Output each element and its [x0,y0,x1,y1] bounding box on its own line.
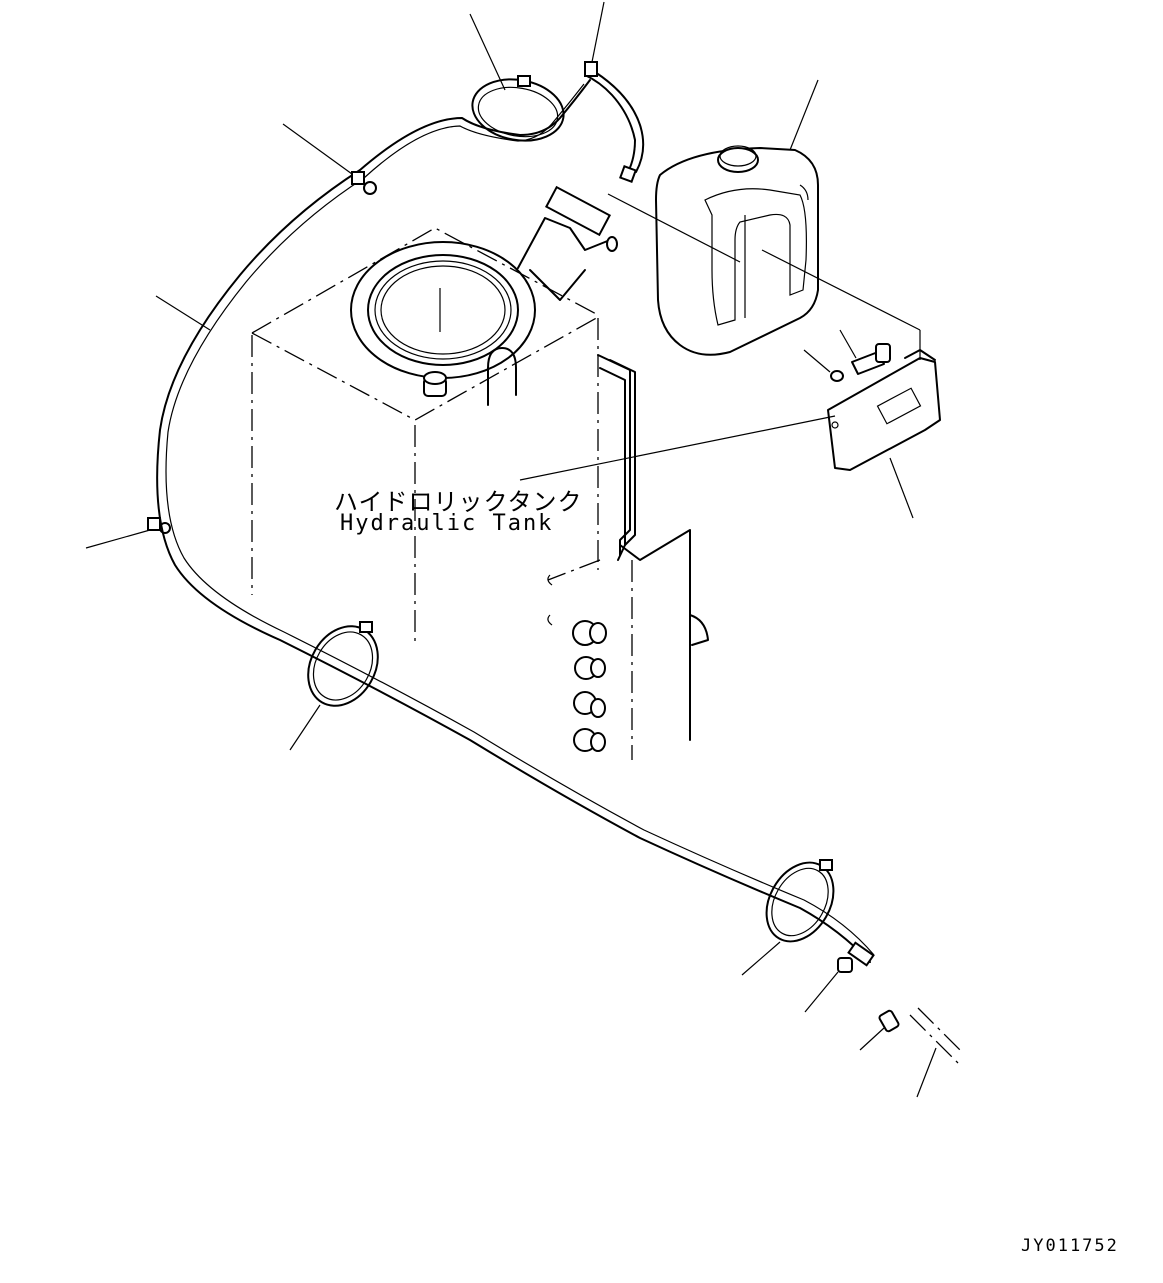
clamp-lower-left [307,621,379,707]
return-pipe [597,354,709,760]
reservoir-tank [655,145,819,356]
tank-label-japanese: ハイドロリックタンク [334,488,583,516]
u-bolt [487,347,517,406]
hose-end-fitting [837,941,875,973]
reservoir-hose [594,71,645,173]
tank-label-english: Hydraulic Tank [340,511,554,536]
pipe-stub [909,1007,963,1064]
tank-top-flange [350,241,536,379]
mounting-bolt [851,343,891,375]
clip-top [584,61,598,77]
reservoir-bracket [827,349,941,471]
clamp-lower-right [765,859,835,943]
washer [830,370,844,382]
fittings [547,574,607,752]
tank-boss [423,371,447,397]
leader-lines [85,1,937,1098]
clip-mid-left [147,517,171,534]
clamp-upper [471,75,565,142]
hydraulic-tank-outline [251,227,601,645]
clip-upper-left [351,171,377,195]
adapter-fitting [878,1009,900,1033]
filler-pipe [517,185,618,301]
drawing-number: JY011752 [1021,1236,1119,1256]
